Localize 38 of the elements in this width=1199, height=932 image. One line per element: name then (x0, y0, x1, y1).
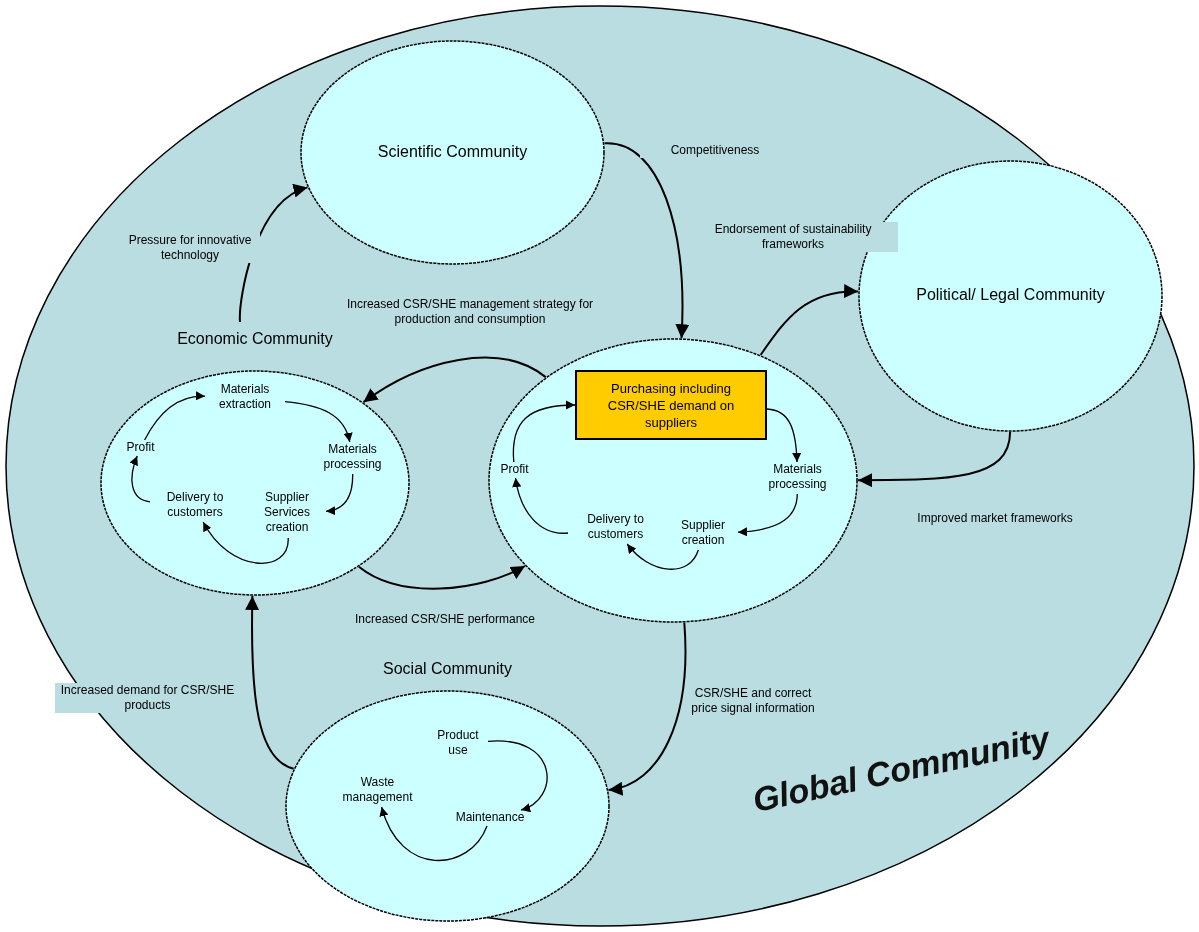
step-label: Profit (492, 462, 537, 478)
arrow (737, 493, 798, 537)
step-label: Delivery to customers (150, 490, 240, 522)
arrow (626, 543, 699, 570)
community-heading: Economic Community (176, 330, 334, 348)
step-label: Supplier Services creation (248, 490, 326, 538)
arrow (603, 142, 689, 340)
arrow (857, 431, 1012, 488)
arrow (325, 473, 354, 515)
step-label: Delivery to customers (568, 512, 663, 544)
arrow (202, 521, 289, 564)
arrow (487, 740, 548, 811)
step-label: Supplier creation (668, 518, 738, 550)
arrow (607, 621, 687, 795)
step-label: Materials processing (750, 462, 845, 494)
step-label: Profit (118, 440, 163, 456)
arrow (143, 391, 206, 441)
process-box: Purchasing including CSR/SHE demand on suppliers (575, 370, 767, 440)
arrow (512, 477, 569, 534)
step-label: Waste management (330, 775, 425, 807)
edge-label: Increased CSR/SHE management strategy for production and consumption (345, 297, 595, 327)
step-label: Maintenance (440, 810, 540, 826)
arrow (380, 806, 488, 862)
arrow (766, 408, 802, 463)
region-title: Global Community (749, 719, 1053, 820)
arrow (284, 400, 352, 443)
arrow (759, 284, 860, 356)
community-heading: Social Community (382, 660, 513, 678)
arrow (245, 595, 295, 770)
arrow (357, 565, 526, 590)
arrow (129, 455, 151, 503)
step-label: Materials processing (305, 442, 400, 474)
community-name: Scientific Community (376, 142, 529, 161)
step-label: Product use (428, 728, 488, 760)
step-label: Materials extraction (205, 382, 285, 414)
arrow (362, 356, 547, 404)
community-name: Political/ Legal Community (915, 286, 1106, 304)
arrow (512, 400, 576, 463)
